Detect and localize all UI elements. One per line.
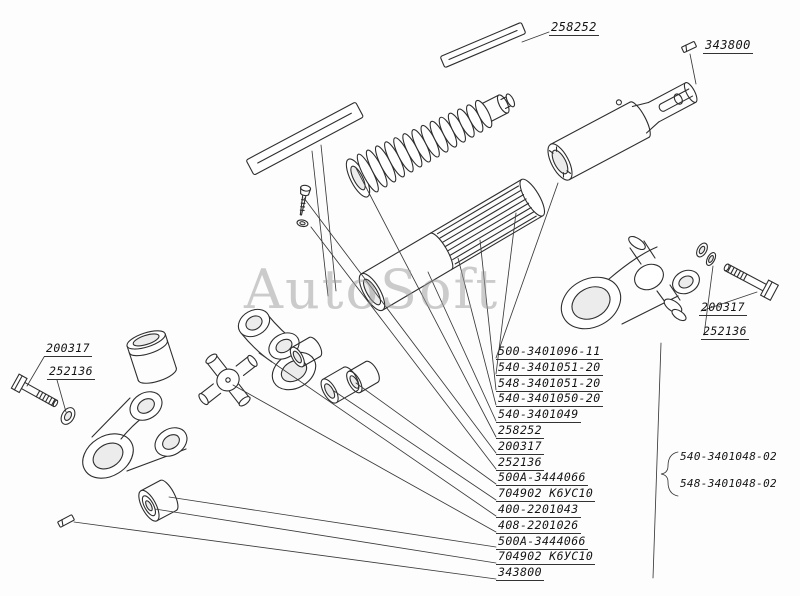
bearing-cup-a [346, 360, 380, 394]
boot [345, 93, 516, 198]
bearing-cup-b [320, 366, 360, 404]
parts-list-item: 540-3401049 [496, 407, 581, 423]
callout-washer-left: 252136 [47, 364, 95, 380]
bearing-cup-c [289, 336, 323, 368]
parts-list-item: 400-2201043 [496, 502, 581, 518]
parts-list-item: 343800 [496, 565, 544, 581]
parts-list-item: 540-3401050-20 [496, 391, 603, 407]
parts-list-item: 500A-3444066 [496, 470, 588, 486]
parts-list-item: 408-2201026 [496, 518, 581, 534]
key-wedge-bottom [57, 514, 75, 528]
flange-yoke-center [237, 308, 317, 391]
callout-key-top: 343800 [703, 38, 753, 54]
callout-bolt-left: 200317 [44, 341, 92, 357]
dust-cap [126, 330, 177, 384]
parts-list-item: 258252 [496, 423, 544, 439]
key-wedge-top [681, 41, 697, 53]
bolt-left [10, 373, 59, 408]
callout-boot-strip: 258252 [549, 20, 599, 36]
parts-list-item: 540-3401051-20 [496, 360, 603, 376]
balance-plate-upper [440, 22, 526, 68]
callout-bolt-right: 200317 [699, 300, 747, 316]
washer-left [60, 407, 76, 425]
assembly-bracket [652, 342, 679, 579]
parts-list-item: 200317 [496, 439, 544, 455]
callout-washer-right: 252136 [701, 324, 749, 340]
balance-plate-lower [246, 102, 364, 176]
assembly-variant: 540-3401048-02 [680, 450, 777, 463]
parts-list-item: 500A-3444066 [496, 534, 588, 550]
bearing-cup-left [138, 479, 179, 522]
sliding-yoke [547, 82, 698, 181]
spider-cross [198, 353, 258, 407]
mount-bolt-small [296, 184, 312, 228]
parts-list-item: 548-3401051-20 [496, 376, 603, 392]
assembly-variant: 548-3401048-02 [680, 477, 777, 490]
yoke-left [82, 391, 188, 479]
parts-list-item: 500-3401096-11 [496, 344, 603, 360]
leader-lines [26, 31, 758, 580]
parts-list-item: 704902 К6УС10 [496, 486, 596, 502]
parts-list-item: 252136 [496, 455, 544, 471]
bolt-right [723, 263, 780, 302]
parts-list-item: 704902 К6УС10 [496, 549, 596, 565]
universal-joint-right [560, 235, 708, 330]
washer-right [705, 252, 717, 266]
propeller-shaft [358, 178, 546, 312]
